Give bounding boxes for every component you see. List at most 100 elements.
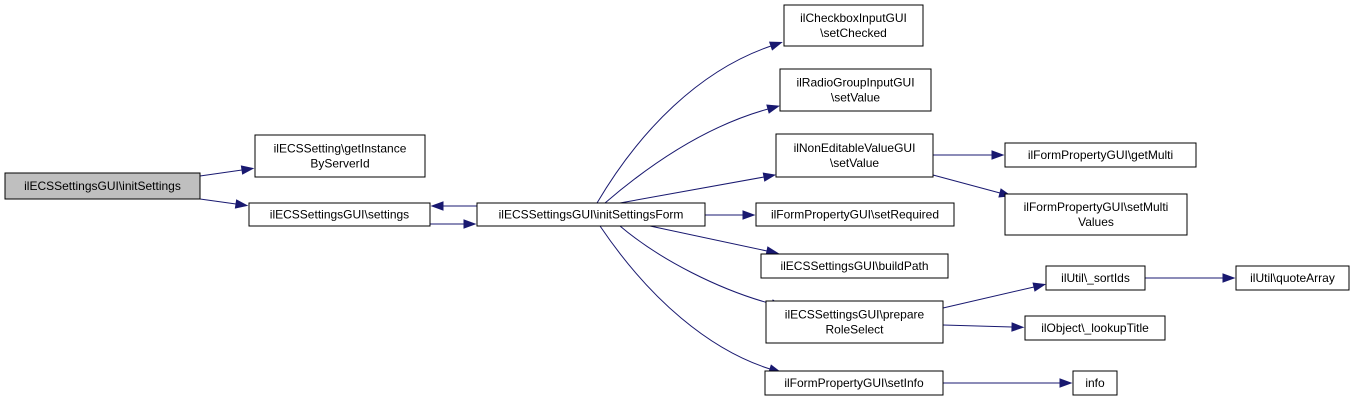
edge-initForm-to-buildPath	[649, 225, 780, 256]
node-box	[1045, 265, 1146, 291]
arrowhead-icon	[768, 41, 783, 51]
node-nonEditSetValue[interactable]: ilNonEditableValueGUI\setValue	[775, 133, 934, 178]
edge-root-to-settings	[199, 198, 249, 209]
edge-line	[604, 108, 769, 204]
edge-initForm-to-nonEditSetValue	[619, 172, 777, 204]
node-buildPath[interactable]: ilECSSettingsGUI\buildPath	[760, 253, 949, 279]
arrowhead-icon	[762, 172, 777, 182]
node-label: ilFormPropertyGUI\setMulti	[1024, 200, 1169, 214]
node-sortIds[interactable]: ilUtil\_sortIds	[1045, 265, 1146, 291]
edge-prepareRole-to-lookupTitle	[942, 322, 1025, 332]
node-label: ilNonEditableValueGUI	[794, 141, 916, 155]
node-lookupTitle[interactable]: ilObject\_lookupTitle	[1024, 315, 1166, 341]
arrowhead-icon	[1011, 322, 1025, 332]
node-label: ilObject\_lookupTitle	[1041, 321, 1149, 335]
edge-initForm-to-setChecked	[596, 41, 783, 204]
node-box	[783, 4, 924, 47]
arrowhead-icon	[463, 219, 477, 229]
arrowhead-icon	[766, 104, 780, 114]
edge-nonEditSetValue-to-setMulti	[932, 174, 1013, 198]
node-label: ilFormPropertyGUI\getMulti	[1028, 148, 1173, 162]
arrowhead-icon	[1059, 378, 1073, 388]
arrowhead-icon	[991, 150, 1005, 160]
node-label: ByServerId	[310, 157, 369, 171]
node-radioSetValue[interactable]: ilRadioGroupInputGUI\setValue	[779, 68, 932, 112]
node-root[interactable]: ilECSSettingsGUI\initSettings	[4, 172, 201, 200]
node-box	[764, 370, 944, 396]
call-nodes: ilECSSettingsGUI\initSettings ilECSSettin…	[4, 4, 1350, 396]
arrowhead-icon	[1222, 273, 1236, 283]
node-label: \setValue	[830, 156, 879, 170]
node-quoteArray[interactable]: ilUtil\quoteArray	[1235, 265, 1350, 291]
arrowhead-icon	[430, 201, 444, 211]
node-getMulti[interactable]: ilFormPropertyGUI\getMulti	[1004, 142, 1197, 168]
node-label: ilECSSettingsGUI\buildPath	[780, 259, 928, 273]
node-box	[1024, 315, 1166, 341]
arrowhead-icon	[1032, 282, 1047, 292]
node-label: ilRadioGroupInputGUI	[796, 76, 914, 90]
arrowhead-icon	[742, 210, 756, 220]
node-label: ilECSSetting\getInstance	[274, 142, 407, 156]
node-box	[1004, 142, 1197, 168]
edge-nonEditSetValue-to-getMulti	[933, 150, 1005, 160]
node-label: ilECSSettingsGUI\initSettingsForm	[499, 208, 684, 222]
node-box	[760, 253, 949, 279]
edge-line	[199, 169, 243, 177]
edge-sortIds-to-quoteArray	[1145, 273, 1236, 283]
node-box	[1072, 370, 1118, 396]
node-label: Values	[1078, 215, 1114, 229]
arrowhead-icon	[234, 199, 249, 209]
edge-line	[199, 198, 237, 205]
node-box	[476, 202, 706, 227]
arrowhead-icon	[240, 165, 255, 175]
node-label: ilUtil\quoteArray	[1250, 271, 1335, 285]
node-label: ilFormPropertyGUI\setRequired	[771, 208, 939, 222]
edge-line	[932, 174, 1001, 194]
node-initForm[interactable]: ilECSSettingsGUI\initSettingsForm	[476, 202, 706, 227]
node-label: ilCheckboxInputGUI	[800, 11, 907, 25]
edge-setInfo-to-info	[943, 378, 1073, 388]
edge-initForm-to-prepareRole	[619, 225, 785, 309]
node-setInfo[interactable]: ilFormPropertyGUI\setInfo	[764, 370, 944, 396]
edge-settings-to-initForm	[430, 219, 477, 229]
node-setChecked[interactable]: ilCheckboxInputGUI\setChecked	[783, 4, 924, 47]
node-box	[1235, 265, 1350, 291]
node-label: ilUtil\_sortIds	[1061, 271, 1130, 285]
node-label: \setChecked	[820, 26, 887, 40]
node-label: ilECSSettingsGUI\prepare	[785, 308, 925, 322]
node-settings[interactable]: ilECSSettingsGUI\settings	[248, 202, 431, 227]
edge-line	[942, 286, 1035, 309]
node-box	[1004, 193, 1188, 236]
edge-initForm-to-settings	[430, 201, 477, 211]
node-box	[755, 202, 955, 227]
edge-line	[649, 225, 768, 252]
node-box	[4, 172, 201, 200]
edge-line	[619, 176, 765, 204]
edge-prepareRole-to-sortIds	[942, 282, 1047, 309]
node-label: ilECSSettingsGUI\initSettings	[24, 179, 181, 193]
edge-line	[596, 45, 772, 204]
node-box	[254, 134, 426, 178]
edge-line	[942, 324, 1013, 328]
edge-root-to-getInstance	[199, 165, 255, 177]
edge-initForm-to-radioSetValue	[604, 104, 780, 204]
edge-initForm-to-setRequired	[705, 210, 756, 220]
node-label: info	[1085, 376, 1105, 390]
node-box	[775, 133, 934, 178]
node-info[interactable]: info	[1072, 370, 1118, 396]
node-label: ilECSSettingsGUI\settings	[270, 208, 409, 222]
node-box	[779, 68, 932, 112]
call-edges	[199, 41, 1236, 388]
node-box	[248, 202, 431, 227]
edge-line	[619, 225, 773, 305]
node-setRequired[interactable]: ilFormPropertyGUI\setRequired	[755, 202, 955, 227]
edge-line	[599, 225, 771, 370]
node-label: \setValue	[831, 91, 880, 105]
node-box	[765, 300, 944, 344]
node-label: RoleSelect	[825, 323, 884, 337]
node-label: ilFormPropertyGUI\setInfo	[784, 376, 924, 390]
